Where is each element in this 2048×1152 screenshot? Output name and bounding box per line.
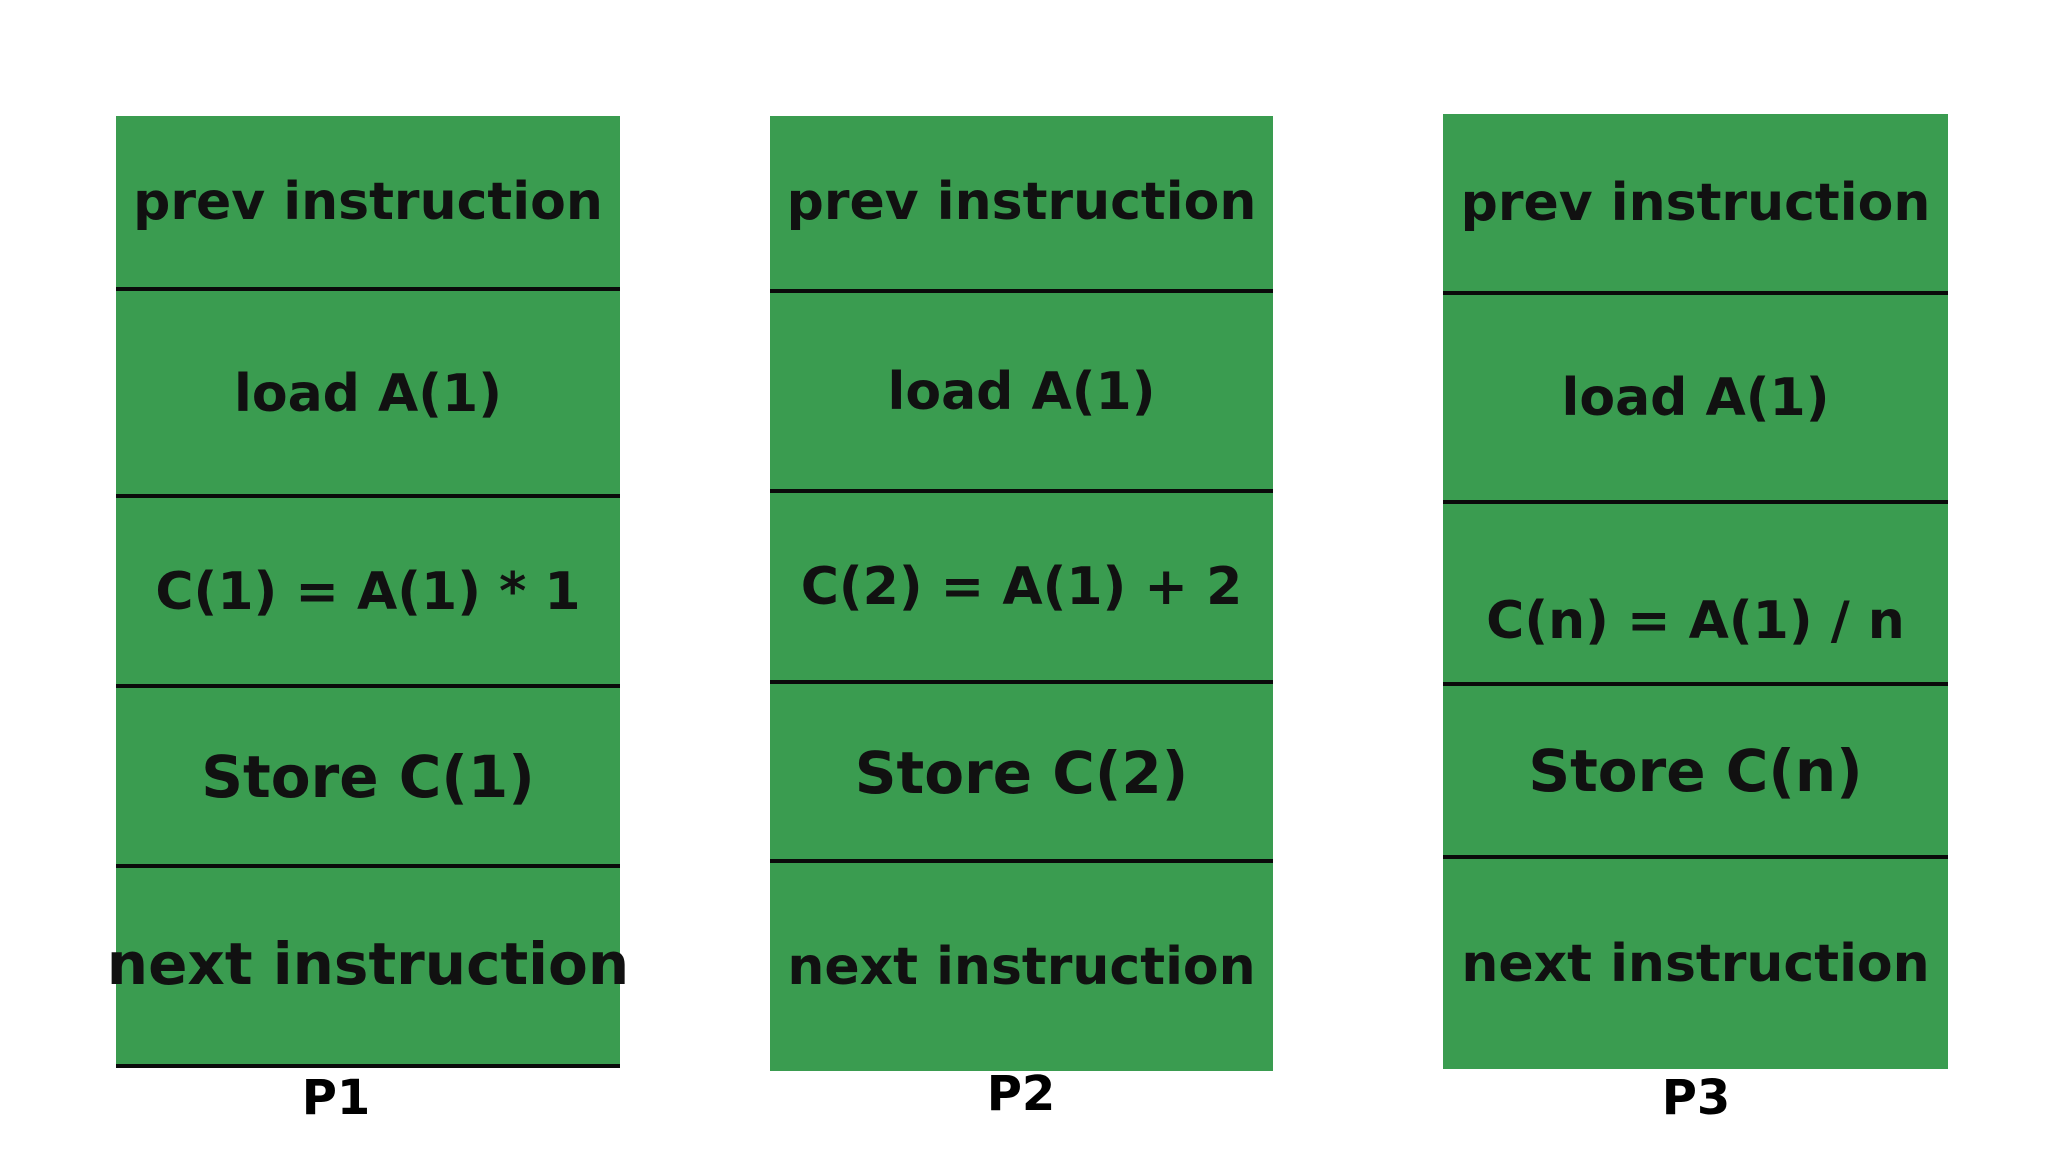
- p1-divider-2: [116, 494, 620, 498]
- p3-divider-4: [1443, 855, 1948, 859]
- p3-load-instruction: load A(1): [1561, 367, 1830, 428]
- p1-divider-3: [116, 684, 620, 688]
- processor-p1-instruction-stack: prev instruction load A(1) C(1) = A(1) *…: [106, 116, 630, 1068]
- p3-divider-1: [1443, 291, 1948, 295]
- p1-divider-4: [116, 864, 620, 868]
- p2-divider-2: [770, 489, 1273, 493]
- p1-load-instruction: load A(1): [234, 363, 502, 424]
- p1-store-instruction: Store C(1): [201, 743, 535, 811]
- p1-prev-instruction: prev instruction: [133, 172, 603, 232]
- p1-next-instruction: next instruction: [106, 930, 630, 998]
- processor-p3-instruction-stack: prev instruction load A(1) C(n) = A(1) /…: [1443, 114, 1948, 1069]
- p3-next-instruction: next instruction: [1461, 934, 1930, 994]
- processor-p1-label: P1: [301, 1070, 371, 1126]
- p3-store-instruction: Store C(n): [1528, 737, 1863, 805]
- p1-compute-instruction: C(1) = A(1) * 1: [155, 562, 581, 622]
- p3-divider-3: [1443, 682, 1948, 686]
- p2-prev-instruction: prev instruction: [786, 172, 1257, 232]
- processor-p2-label: P2: [986, 1066, 1056, 1122]
- p3-prev-instruction: prev instruction: [1460, 173, 1931, 233]
- p2-divider-3: [770, 680, 1273, 684]
- p2-divider-1: [770, 289, 1273, 293]
- processor-p3-label: P3: [1661, 1070, 1731, 1126]
- p2-divider-4: [770, 859, 1273, 863]
- processor-p2-instruction-stack: prev instruction load A(1) C(2) = A(1) +…: [770, 116, 1273, 1071]
- p3-compute-instruction: C(n) = A(1) / n: [1486, 591, 1905, 651]
- p2-compute-instruction: C(2) = A(1) + 2: [800, 557, 1243, 617]
- p1-divider-1: [116, 287, 620, 291]
- p1-divider-bottom: [116, 1064, 620, 1068]
- p3-divider-2: [1443, 500, 1948, 504]
- p2-store-instruction: Store C(2): [854, 739, 1189, 807]
- p2-load-instruction: load A(1): [887, 361, 1156, 422]
- p2-next-instruction: next instruction: [787, 937, 1256, 997]
